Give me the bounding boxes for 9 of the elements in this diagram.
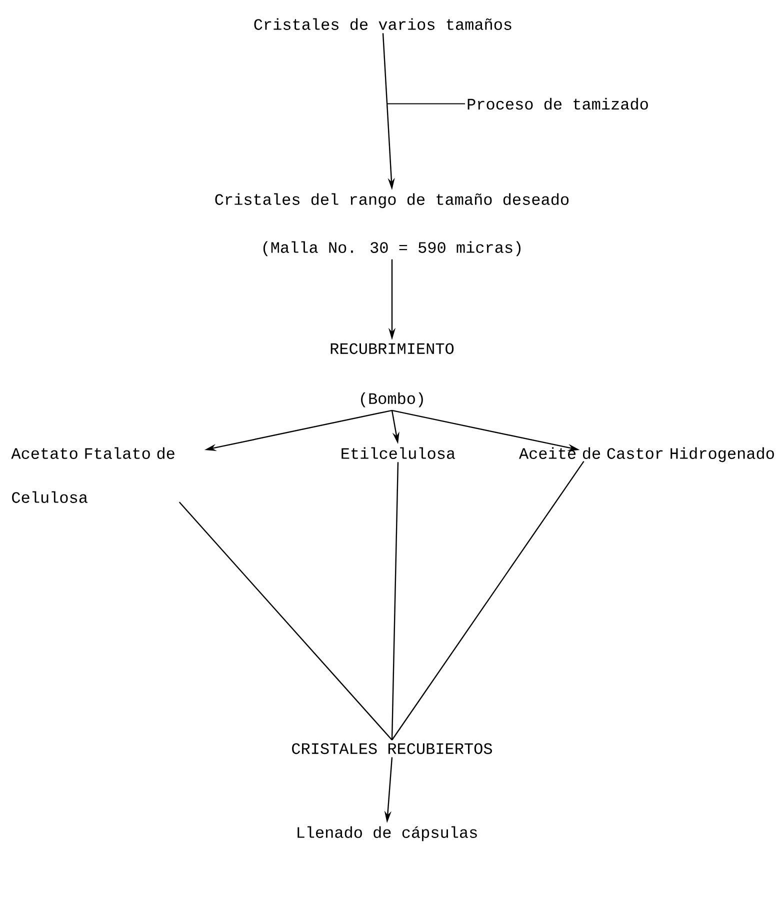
step-text: CRISTALES RECUBIERTOS [292,743,492,754]
step-text: Cristales de varios tamaños [254,18,512,30]
step-text: Cristales del rango de tamaño deseado (Malla No. 30 = 590 micras) [215,193,569,256]
step-text: Llenado de cápsulas [298,826,477,842]
step-text: Aceite de Castor Hidrogenado [518,447,774,462]
step-text: Etilcelulosa [342,447,456,459]
edge-label: Proceso de tamizado [386,98,648,110]
step-text: Acetato Ftalato de Celulosa [11,447,174,503]
step-text: RECUBRIMIENTO (Bombo) [330,343,454,408]
